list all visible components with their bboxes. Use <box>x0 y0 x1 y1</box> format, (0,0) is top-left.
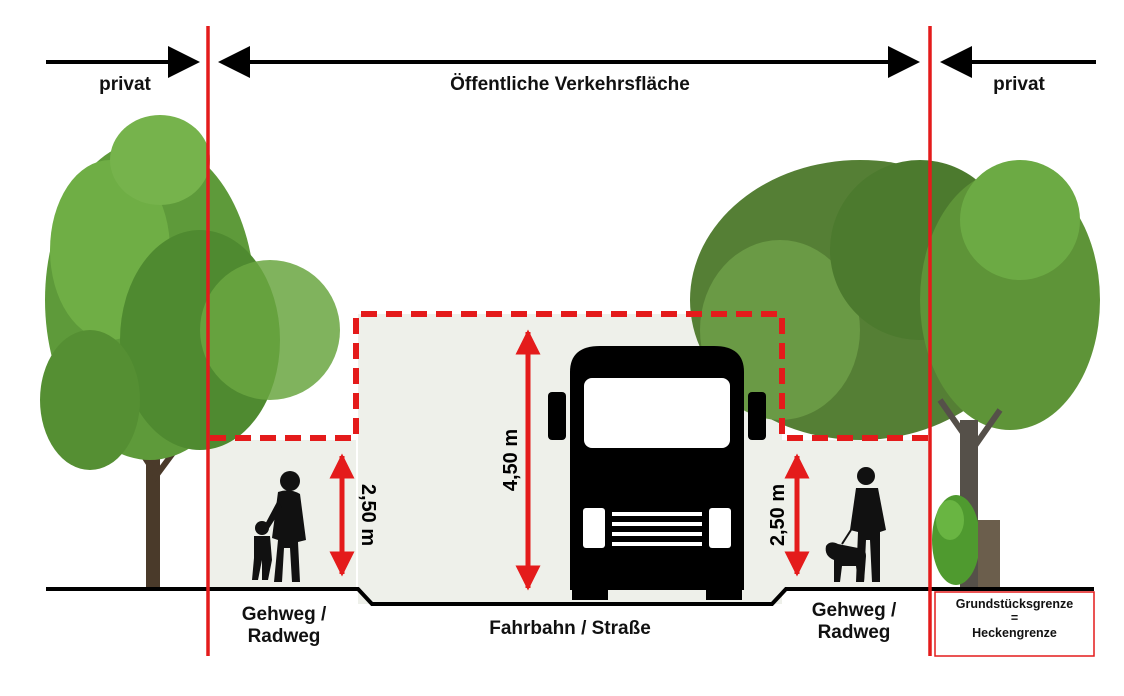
ground-profile <box>46 587 1094 606</box>
left-walkway-line2: Radweg <box>247 625 321 647</box>
road-height-label: 4,50 m <box>500 429 522 491</box>
left-private-label: privat <box>99 74 151 95</box>
boundary-box-line1: Grundstücksgrenze <box>955 597 1074 611</box>
boundary-box-text: Grundstücksgrenze = Heckengrenze <box>936 597 1093 640</box>
boundary-box-line3: Heckengrenze <box>972 625 1057 640</box>
pedestrian-mother-child-icon <box>252 471 306 582</box>
left-walkway-line1: Gehweg / <box>241 604 327 625</box>
right-walkway-line2: Radweg <box>817 621 891 643</box>
clearance-outline <box>210 311 930 441</box>
left-walkway-label: Gehweg / Radweg <box>214 604 354 648</box>
boundary-box-line2: = <box>1010 611 1019 626</box>
left-height-label: 2,50 m <box>357 484 379 546</box>
hedge-icon <box>932 495 1000 590</box>
boundary-info-box <box>934 591 1095 657</box>
right-private-label: privat <box>993 74 1045 95</box>
right-walkway-line1: Gehweg / <box>811 600 897 621</box>
right-walkway-label: Gehweg / Radweg <box>784 600 924 644</box>
height-arrows <box>329 329 810 591</box>
tree-icon-left <box>40 115 340 590</box>
public-area-label: Öffentliche Verkehrsfläche <box>450 74 690 95</box>
roadway-label: Fahrbahn / Straße <box>489 618 651 639</box>
pedestrian-dog-walker-icon <box>825 467 886 582</box>
truck-icon <box>548 346 766 600</box>
right-height-label: 2,50 m <box>767 484 789 546</box>
